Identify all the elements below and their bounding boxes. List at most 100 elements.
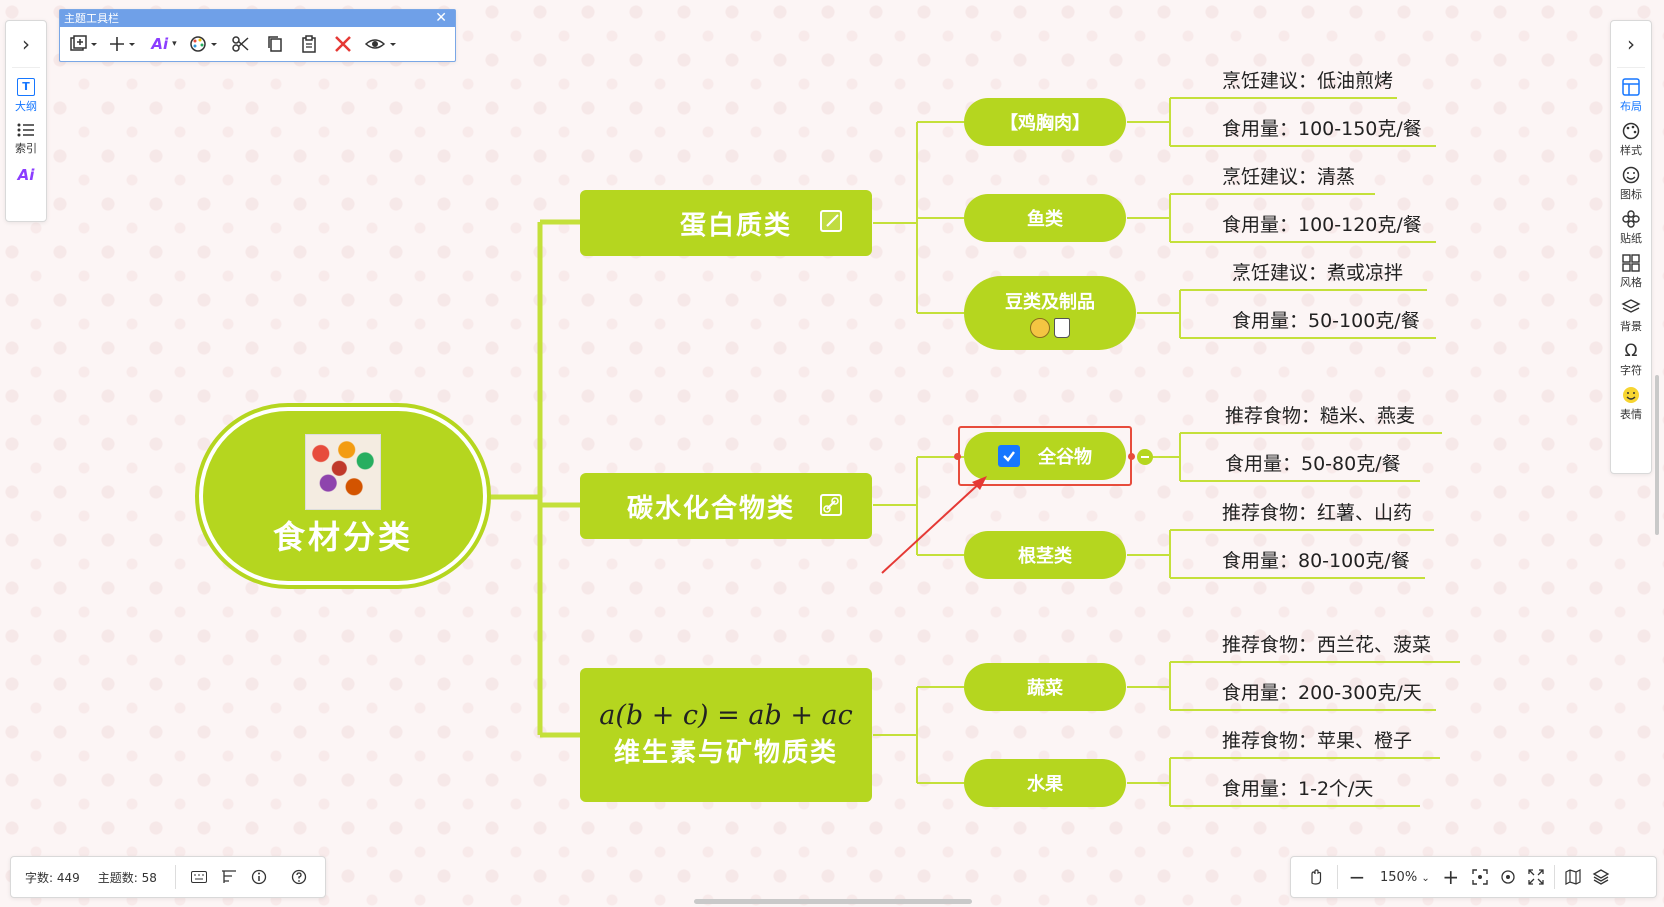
emoji-icon <box>1622 166 1640 184</box>
food-image <box>305 434 381 510</box>
view-icon[interactable] <box>360 29 404 59</box>
sub-topic-vegetables[interactable]: 蔬菜 <box>964 663 1126 711</box>
leaf-text[interactable]: 食用量：80-100克/餐 <box>1222 550 1410 572</box>
sub-topic-fish[interactable]: 鱼类 <box>964 194 1126 242</box>
leaf-text[interactable]: 食用量：50-100克/餐 <box>1232 310 1420 332</box>
theme-icon <box>1622 254 1640 272</box>
locate-icon[interactable] <box>1494 869 1522 885</box>
leaf-text[interactable]: 推荐食物：红薯、山药 <box>1222 502 1413 524</box>
help-icon[interactable] <box>284 869 314 885</box>
toolbar-titlebar[interactable]: 主题工具栏 ✕ <box>60 10 455 27</box>
word-count: 字数: 449 <box>25 870 80 885</box>
ai-icon[interactable]: Ai▾ <box>151 35 177 53</box>
collapse-button[interactable] <box>1137 449 1153 465</box>
close-icon[interactable]: ✕ <box>435 10 447 26</box>
sidebar-item-emoji[interactable]: 表情 <box>1611 386 1651 422</box>
root-topic[interactable]: 食材分类 <box>195 403 491 589</box>
sub-topic-beans[interactable]: 豆类及制品 <box>964 276 1136 350</box>
fit-view-icon[interactable] <box>1466 869 1494 885</box>
info-icon[interactable] <box>244 869 274 885</box>
sub-topic-chicken[interactable]: 【鸡胸肉】 <box>964 98 1126 146</box>
main-topic-label: 蛋白质类 <box>679 210 792 241</box>
sidebar-item-label: 贴纸 <box>1620 232 1642 245</box>
topic-toolbar[interactable]: 主题工具栏 ✕ Ai▾ <box>59 9 456 62</box>
sub-topic-label: 【鸡胸肉】 <box>1000 113 1090 134</box>
layers-icon[interactable] <box>1587 869 1615 885</box>
sidebar-item-outline[interactable]: T 大纲 <box>6 78 46 114</box>
sidebar-item-icons[interactable]: 图标 <box>1611 166 1651 202</box>
selection-handle-left[interactable] <box>954 453 961 460</box>
vertical-scrollbar[interactable] <box>1655 375 1659 535</box>
hand-icon[interactable] <box>1299 869 1333 885</box>
cut-icon[interactable] <box>224 29 258 59</box>
leaf-text[interactable]: 食用量：50-80克/餐 <box>1225 453 1401 475</box>
sidebar-item-ai[interactable]: Ai <box>6 166 46 184</box>
leaf-text[interactable]: 食用量：200-300克/天 <box>1222 682 1422 704</box>
index-icon <box>17 123 34 137</box>
sidebar-item-style[interactable]: 样式 <box>1611 122 1651 158</box>
leaf-text[interactable]: 食用量：1-2个/天 <box>1222 778 1374 800</box>
link-icon[interactable] <box>820 494 842 516</box>
chevron-down-icon: ⌄ <box>1421 872 1430 884</box>
root-topic-label: 食材分类 <box>272 518 413 556</box>
sidebar-item-background[interactable]: 背景 <box>1611 298 1651 334</box>
sidebar-item-label: 风格 <box>1620 276 1642 289</box>
sub-topic-label: 鱼类 <box>1027 209 1063 230</box>
paste-icon[interactable] <box>292 29 326 59</box>
sidebar-item-sticker[interactable]: 贴纸 <box>1611 210 1651 246</box>
formula: a(b + c) = ab + ac <box>599 699 853 731</box>
zoom-bar: − 150% ⌄ + <box>1290 856 1657 898</box>
checkbox-icon[interactable] <box>998 445 1020 467</box>
edit-icon[interactable] <box>820 210 842 232</box>
toolbar-buttons: Ai▾ <box>60 27 455 61</box>
collapse-right-icon[interactable]: › <box>1627 32 1635 56</box>
main-topic-vitamins[interactable]: a(b + c) = ab + ac 维生素与矿物质类 <box>580 668 872 802</box>
sticker-icon <box>1622 210 1640 228</box>
sub-topic-label: 豆类及制品 <box>1005 292 1095 313</box>
bean-icons <box>1030 318 1070 338</box>
leaf-text[interactable]: 推荐食物：西兰花、菠菜 <box>1222 634 1432 656</box>
sub-topic-fruits[interactable]: 水果 <box>964 759 1126 807</box>
main-topic-label: 碳水化合物类 <box>626 493 795 524</box>
zoom-level[interactable]: 150% ⌄ <box>1380 869 1430 885</box>
sub-topic-wholegrain[interactable]: 全谷物 <box>964 432 1126 480</box>
status-bar: 字数: 449 主题数: 58 <box>10 856 326 898</box>
leaf-text[interactable]: 推荐食物：苹果、橙子 <box>1222 730 1413 752</box>
structure-icon[interactable] <box>214 870 244 884</box>
sub-topic-label: 蔬菜 <box>1027 678 1063 699</box>
sidebar-item-label: 图标 <box>1620 188 1642 201</box>
palette-icon[interactable] <box>184 29 224 59</box>
leaf-text[interactable]: 烹饪建议：煮或凉拌 <box>1232 262 1404 284</box>
sidebar-item-theme[interactable]: 风格 <box>1611 254 1651 290</box>
keyboard-icon[interactable] <box>184 871 214 883</box>
layout-icon <box>1622 78 1640 96</box>
style-icon <box>1622 122 1640 140</box>
copy-style-icon[interactable] <box>64 29 104 59</box>
map-icon[interactable] <box>1559 869 1587 885</box>
sub-topic-roots[interactable]: 根茎类 <box>964 531 1126 579</box>
expand-left-icon[interactable]: › <box>22 32 30 56</box>
toolbar-title: 主题工具栏 <box>64 12 119 25</box>
cookie-icon <box>1030 318 1050 338</box>
sidebar-item-symbol[interactable]: Ω 字符 <box>1611 342 1651 378</box>
leaf-text[interactable]: 食用量：100-120克/餐 <box>1222 214 1422 236</box>
copy-icon[interactable] <box>258 29 292 59</box>
zoom-out-icon[interactable]: − <box>1348 865 1366 889</box>
leaf-text[interactable]: 推荐食物：糙米、燕麦 <box>1225 405 1416 427</box>
leaf-text[interactable]: 烹饪建议：清蒸 <box>1222 166 1356 188</box>
selection-handle-right[interactable] <box>1128 453 1135 460</box>
leaf-text[interactable]: 食用量：100-150克/餐 <box>1222 118 1422 140</box>
sidebar-item-layout[interactable]: 布局 <box>1611 78 1651 114</box>
delete-icon[interactable] <box>326 29 360 59</box>
leaf-text[interactable]: 烹饪建议：低油煎烤 <box>1222 70 1394 92</box>
sub-topic-label: 根茎类 <box>1018 546 1072 567</box>
main-topic-carbs[interactable]: 碳水化合物类 <box>580 473 872 539</box>
fullscreen-icon[interactable] <box>1522 869 1550 885</box>
add-icon[interactable] <box>104 29 144 59</box>
sidebar-item-label: 布局 <box>1620 100 1642 113</box>
main-topic-protein[interactable]: 蛋白质类 <box>580 190 872 256</box>
sidebar-item-index[interactable]: 索引 <box>6 122 46 156</box>
horizontal-scrollbar[interactable] <box>694 899 972 904</box>
zoom-in-icon[interactable]: + <box>1442 865 1460 889</box>
